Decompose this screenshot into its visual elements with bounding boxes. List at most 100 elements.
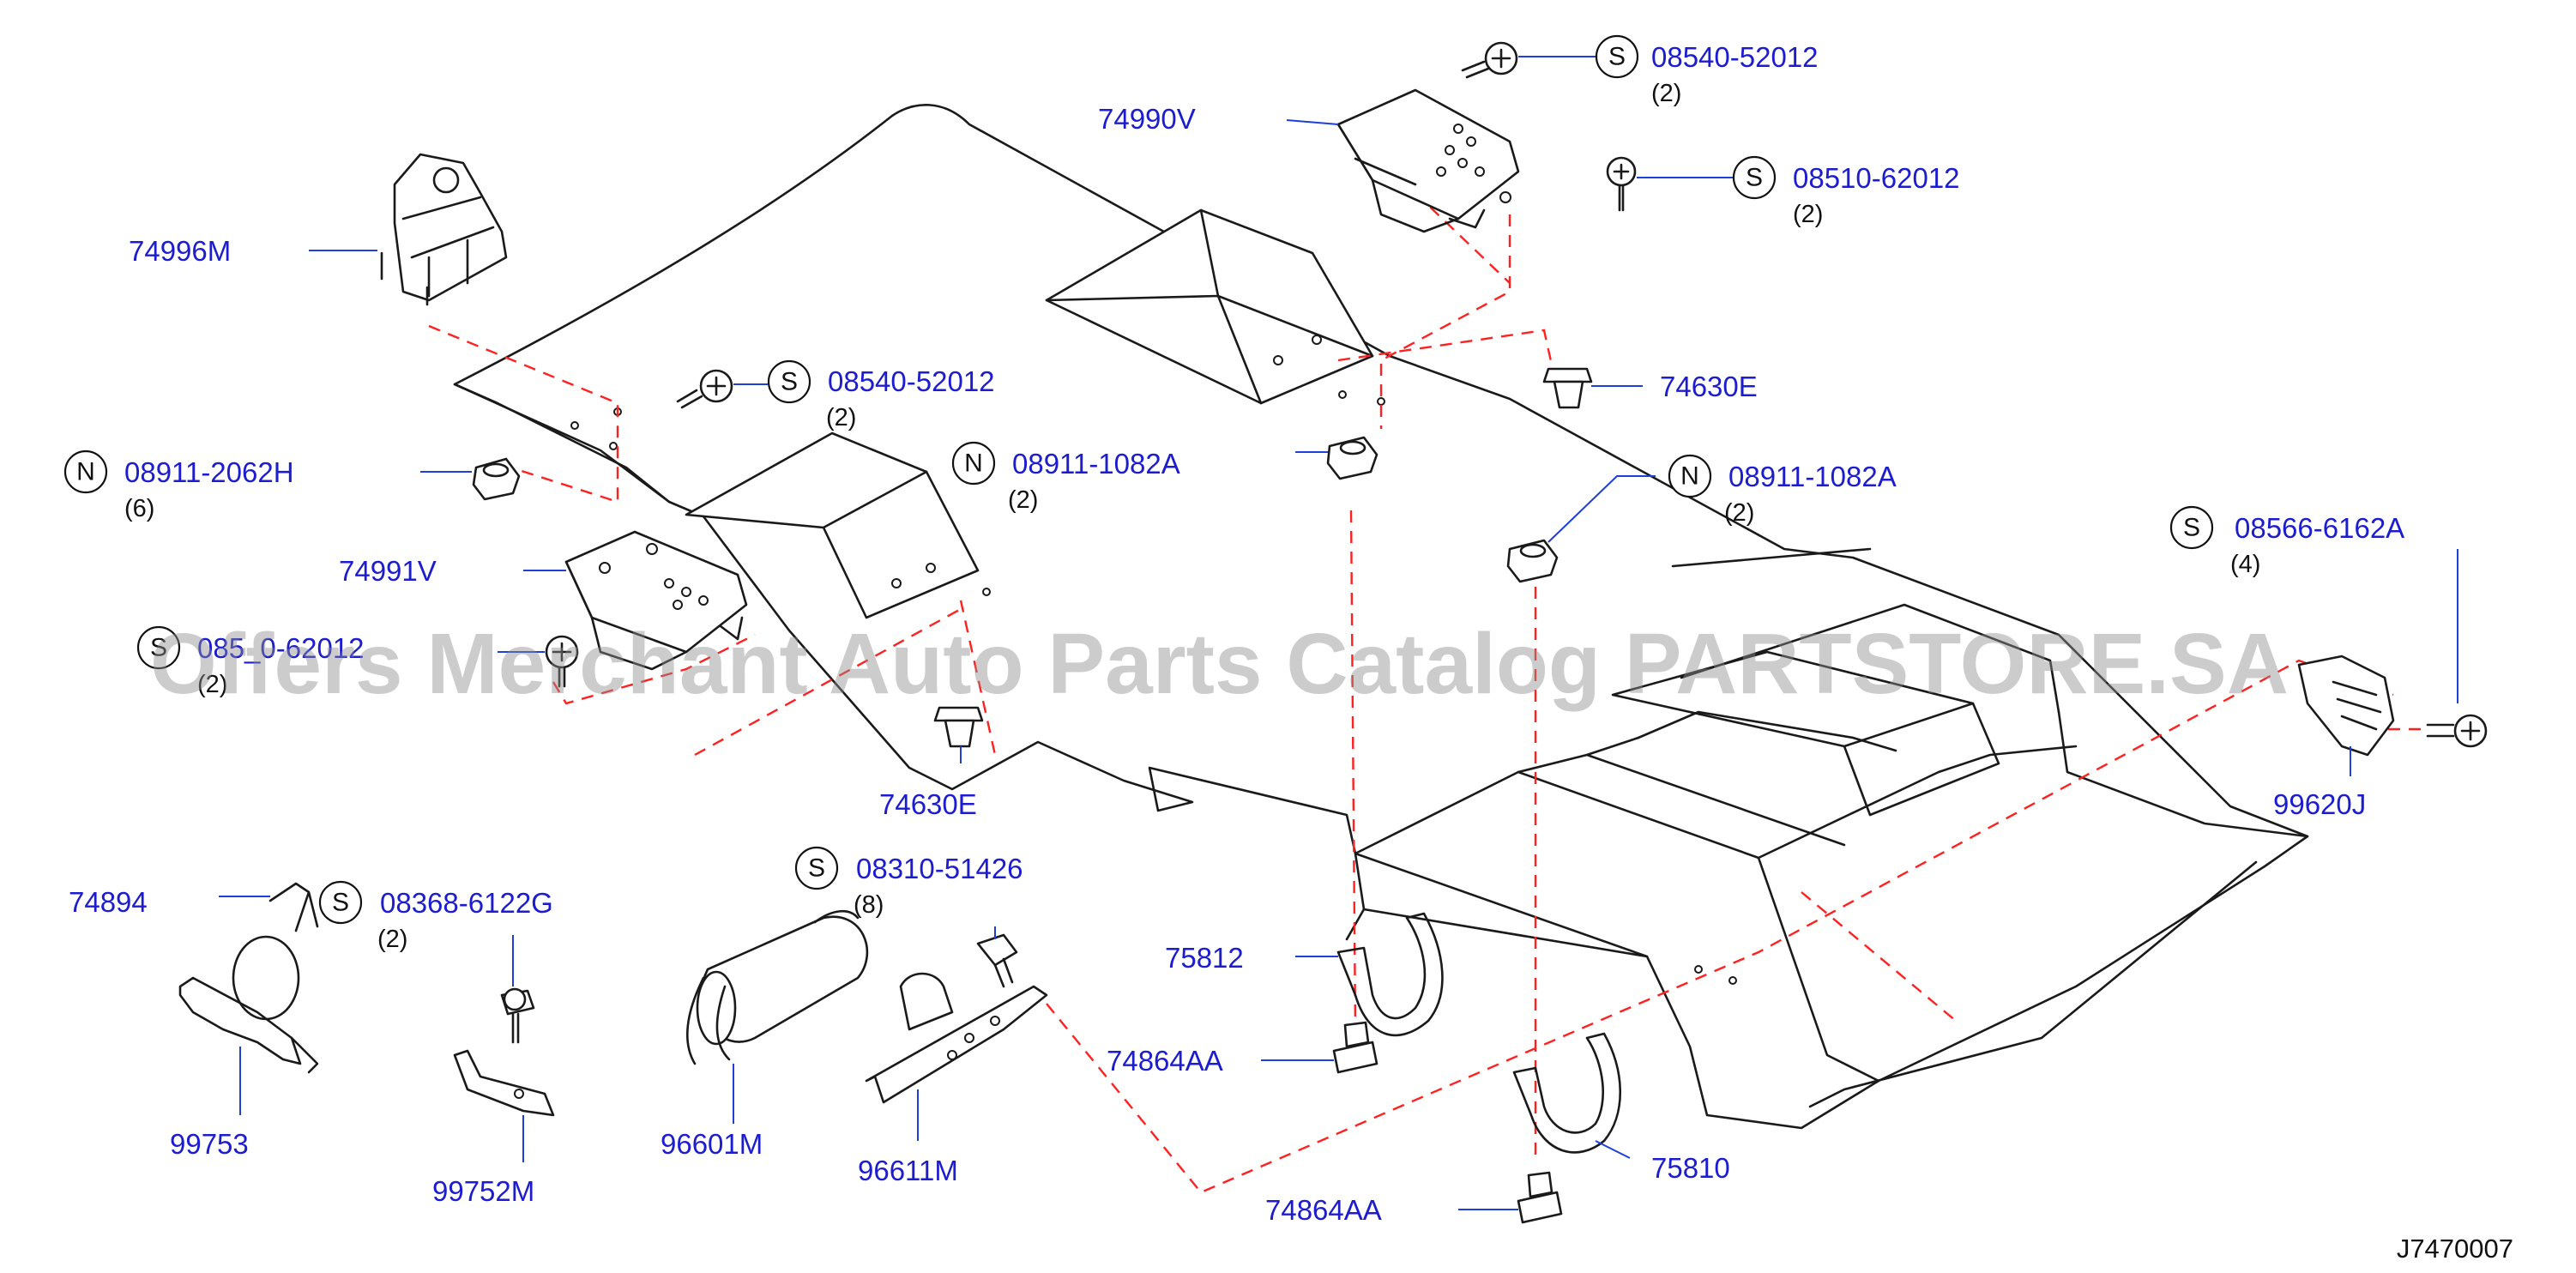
part-96611M-bracket — [865, 972, 1048, 1104]
label-s-08540-mid[interactable]: S 08540-52012 (2) — [767, 359, 995, 431]
part-number: 08540-52012 — [1651, 41, 1819, 73]
part-number: 99620J — [2273, 788, 2366, 820]
part-number: 99752M — [432, 1175, 534, 1207]
svg-text:S: S — [1608, 43, 1626, 71]
part-085x0-screw-left — [545, 635, 579, 688]
svg-text:S: S — [808, 854, 825, 883]
label-74991V[interactable]: 74991V — [339, 555, 437, 587]
part-number: 08368-6122G — [380, 887, 553, 919]
part-74894-clip — [268, 882, 319, 932]
part-number: 96611M — [858, 1155, 958, 1186]
nut-part-badge: N — [951, 441, 996, 486]
label-n-08911-1082a-mid[interactable]: N 08911-1082A (2) — [951, 441, 1180, 514]
part-number: 74894 — [69, 886, 148, 918]
trim-panel — [453, 103, 2309, 1130]
label-99620J[interactable]: 99620J — [2273, 788, 2366, 820]
part-74630E-clip-top — [1542, 367, 1593, 409]
label-s-08310[interactable]: S 08310-51426 (8) — [794, 846, 1023, 919]
nut-part-badge: N — [63, 449, 108, 494]
part-number: 74864AA — [1265, 1194, 1382, 1226]
part-08911-2062H-nut — [472, 457, 521, 501]
svg-text:S: S — [1746, 164, 1763, 192]
part-08911-1082A-nut-mid — [1326, 436, 1378, 480]
quantity: (2) — [1651, 80, 1681, 107]
part-74864AA-bolt-top — [1332, 1021, 1378, 1074]
label-s-08510[interactable]: S 08510-62012 (2) — [1732, 155, 1960, 228]
part-number: 08911-2062H — [124, 456, 294, 488]
part-08540-screw-mid — [676, 369, 733, 409]
label-96601M[interactable]: 96601M — [661, 1128, 763, 1160]
part-number: 99753 — [170, 1128, 249, 1160]
quantity: (4) — [2230, 551, 2260, 578]
assembly-dash-lines — [428, 192, 2428, 1194]
quantity: (6) — [124, 495, 154, 522]
part-99752M-bracket — [453, 1049, 555, 1117]
standard-part-badge: S — [318, 880, 363, 925]
svg-text:S: S — [150, 634, 167, 662]
part-number: 08540-52012 — [828, 365, 995, 397]
part-74996M-bracket — [380, 153, 508, 306]
nut-part-badge: N — [1668, 454, 1712, 498]
label-74864AA-top[interactable]: 74864AA — [1107, 1045, 1223, 1077]
part-number: 74990V — [1098, 103, 1196, 135]
part-08911-1082A-nut-right — [1506, 539, 1559, 583]
label-s-08368[interactable]: S 08368-6122G (2) — [318, 880, 553, 953]
label-74864AA-bottom[interactable]: 74864AA — [1265, 1194, 1382, 1226]
part-number: 085_0-62012 — [197, 632, 365, 664]
part-number: 08911-1082A — [1012, 448, 1180, 480]
quantity: (2) — [1008, 486, 1038, 514]
part-08368-bolt — [500, 987, 535, 1044]
label-74996M[interactable]: 74996M — [129, 235, 231, 267]
part-number: 74630E — [879, 788, 977, 820]
svg-text:N: N — [76, 458, 95, 486]
label-74894[interactable]: 74894 — [69, 886, 148, 918]
label-74990V[interactable]: 74990V — [1098, 103, 1196, 135]
label-99752M[interactable]: 99752M — [432, 1175, 534, 1207]
standard-part-badge: S — [1595, 34, 1639, 79]
label-74630E-top[interactable]: 74630E — [1660, 371, 1758, 402]
svg-text:N: N — [1680, 462, 1699, 491]
part-number: 74991V — [339, 555, 437, 587]
label-96611M[interactable]: 96611M — [858, 1155, 958, 1186]
part-74990V-bracket — [1336, 88, 1520, 233]
part-number: 08911-1082A — [1728, 461, 1897, 492]
part-08540-screw-top — [1461, 41, 1518, 79]
part-08310-bolt — [976, 933, 1018, 988]
label-s-08540-top[interactable]: S 08540-52012 (2) — [1595, 34, 1819, 107]
part-number: 08510-62012 — [1793, 162, 1960, 194]
part-75810-strap — [1512, 1032, 1622, 1154]
label-99753[interactable]: 99753 — [170, 1128, 249, 1160]
quantity: (2) — [1793, 201, 1823, 228]
part-number: 74864AA — [1107, 1045, 1223, 1077]
label-s-085x0-left[interactable]: S 085_0-62012 (2) — [136, 625, 365, 698]
standard-part-badge: S — [767, 359, 811, 404]
part-08510-screw — [1606, 156, 1637, 212]
label-75812[interactable]: 75812 — [1165, 942, 1244, 974]
svg-text:S: S — [2183, 514, 2200, 542]
svg-text:S: S — [332, 889, 349, 917]
quantity: (2) — [1724, 499, 1754, 527]
part-74864AA-bolt-bottom — [1517, 1171, 1563, 1224]
standard-part-badge: S — [1732, 155, 1777, 200]
part-number: 74996M — [129, 235, 231, 267]
label-s-08566[interactable]: S 08566-6162A (4) — [2169, 505, 2404, 578]
quantity: (2) — [377, 926, 407, 953]
part-96601M-canister — [686, 910, 869, 1065]
diagram-reference: J7470007 — [2397, 1234, 2513, 1264]
label-74630E-bottom[interactable]: 74630E — [879, 788, 977, 820]
quantity: (2) — [826, 404, 856, 431]
part-number: 75812 — [1165, 942, 1244, 974]
part-number: 74630E — [1660, 371, 1758, 402]
label-n-08911-1082a-right[interactable]: N 08911-1082A (2) — [1668, 454, 1897, 527]
standard-part-badge: S — [794, 846, 839, 890]
part-74630E-clip-bottom — [933, 706, 984, 748]
part-number: 08566-6162A — [2235, 512, 2404, 544]
part-number: 75810 — [1651, 1152, 1730, 1184]
svg-text:N: N — [964, 449, 983, 478]
quantity: (8) — [854, 891, 884, 919]
watermark-text: Offers Merchant Auto Parts Catalog PARTS… — [150, 616, 2289, 712]
part-99620J-clip — [2297, 655, 2488, 757]
label-75810[interactable]: 75810 — [1651, 1152, 1730, 1184]
label-n-08911-2062h[interactable]: N 08911-2062H (6) — [63, 449, 294, 522]
svg-text:S: S — [781, 368, 798, 396]
